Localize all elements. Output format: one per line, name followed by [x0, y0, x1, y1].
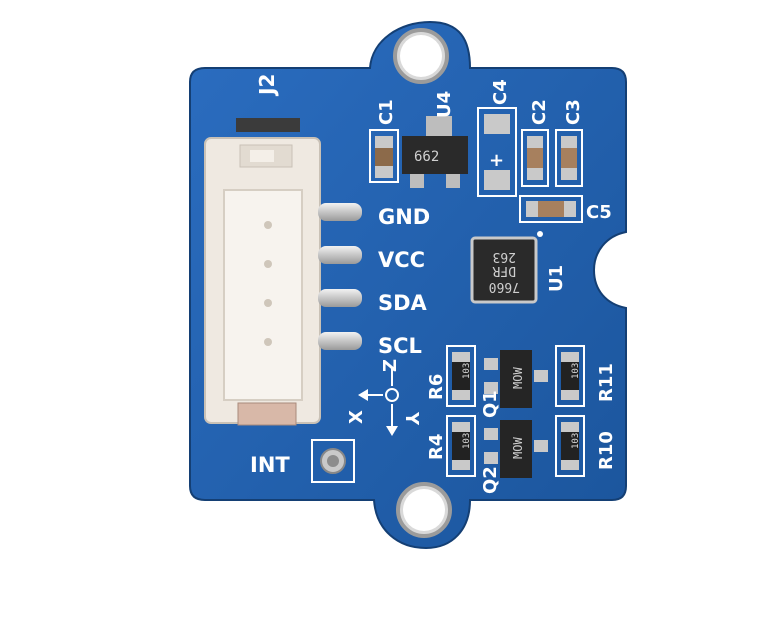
label-c3: C3 — [563, 99, 584, 125]
label-q1: Q1 — [480, 390, 501, 418]
chip-u1-marking-2: DFR — [492, 263, 516, 278]
resistor-r11: 103 — [555, 345, 585, 407]
connector-pins — [318, 203, 362, 350]
resistor-r4: 103 — [446, 415, 476, 477]
pin-label-sda: SDA — [378, 291, 428, 315]
transistor-q1: MOW — [484, 350, 548, 408]
pin-label-scl: SCL — [378, 334, 422, 358]
label-c4: C4 — [490, 79, 511, 105]
axis-label-z: Z — [380, 359, 401, 372]
r6-marking: 103 — [462, 363, 472, 379]
label-q2: Q2 — [480, 466, 501, 494]
r11-marking: 103 — [571, 363, 581, 379]
mount-hole-top — [393, 28, 449, 84]
label-u4: U4 — [434, 91, 455, 118]
capacitor-c5 — [519, 195, 583, 223]
r10-marking: 103 — [571, 433, 581, 449]
r4-marking: 103 — [462, 433, 472, 449]
transistor-q2: MOW — [484, 420, 548, 478]
label-u1: U1 — [546, 265, 567, 292]
label-r10: R10 — [596, 431, 617, 470]
chip-u4-marking: 662 — [414, 149, 439, 165]
grove-connector — [204, 118, 321, 426]
capacitor-c4: + — [477, 107, 517, 197]
int-pad — [311, 439, 355, 483]
chip-u4: 662 — [402, 116, 468, 188]
capacitor-c2 — [521, 129, 549, 187]
polarity-mark: + — [489, 150, 504, 171]
axis-label-y: Y — [401, 411, 422, 426]
pin-label-gnd: GND — [378, 205, 430, 229]
mount-hole-bottom — [396, 482, 452, 538]
label-c2: C2 — [529, 99, 550, 125]
axis-label-x: X — [346, 410, 367, 424]
chip-u1-marking-3: 7660 — [489, 279, 520, 294]
label-c5: C5 — [586, 202, 612, 223]
label-r11: R11 — [596, 363, 617, 402]
q1-marking: MOW — [511, 367, 525, 389]
label-j2: J2 — [255, 74, 279, 97]
capacitor-c3 — [555, 129, 583, 187]
label-c1: C1 — [376, 99, 397, 125]
axis-indicator — [358, 368, 399, 436]
q2-marking: MOW — [511, 437, 525, 459]
capacitor-c1 — [369, 129, 399, 183]
resistor-r10: 103 — [555, 415, 585, 477]
pin-label-vcc: VCC — [378, 248, 425, 272]
chip-u1: 263 DFR 7660 — [470, 231, 543, 304]
chip-u1-marking-1: 263 — [493, 249, 516, 264]
resistor-r6: 103 — [446, 345, 476, 407]
label-r4: R4 — [426, 434, 447, 460]
label-r6: R6 — [426, 374, 447, 400]
label-int: INT — [250, 453, 290, 477]
